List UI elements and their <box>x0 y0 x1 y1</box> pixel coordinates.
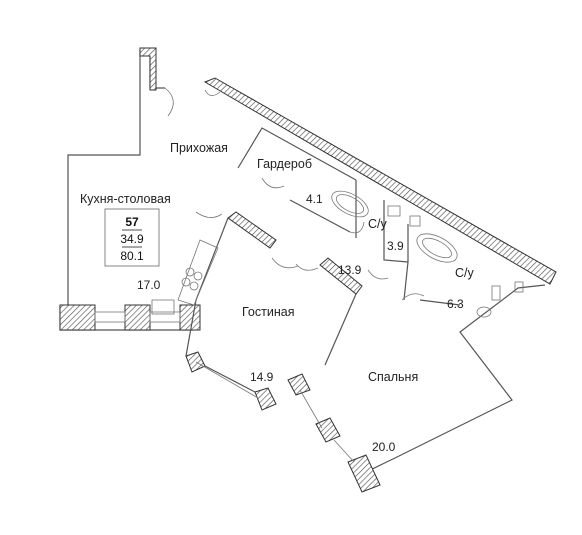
living-area: 34.9 <box>120 232 144 246</box>
area-bathroom-1: 3.9 <box>387 239 404 253</box>
room-label-kitchen: Кухня-столовая <box>80 192 171 206</box>
area-bedroom: 20.0 <box>372 440 396 454</box>
room-label-bathroom-2: С/у <box>455 266 475 280</box>
kitchen-fixtures <box>151 239 219 315</box>
windows <box>94 311 355 463</box>
area-kitchen: 17.0 <box>137 278 161 292</box>
area-living: 14.9 <box>250 370 274 384</box>
room-label-wardrobe: Гардероб <box>257 157 312 171</box>
doors <box>164 87 425 301</box>
room-labels: Кухня-столовая Прихожая Гардероб С/у С/у… <box>80 141 475 384</box>
room-label-bedroom: Спальня <box>368 370 418 384</box>
hatched-walls <box>59 47 557 493</box>
interior-walls <box>185 127 461 393</box>
bathroom-fixtures <box>331 190 524 318</box>
apartment-badge: 57 34.9 80.1 <box>104 208 160 267</box>
room-label-bathroom-1: С/у <box>368 217 388 231</box>
room-label-hallway: Прихожая <box>170 141 228 155</box>
area-labels: 17.0 4.1 3.9 6.3 14.9 13.9 20.0 <box>137 192 464 454</box>
area-bathroom-2: 6.3 <box>447 297 464 311</box>
total-area: 80.1 <box>120 249 144 263</box>
apartment-number: 57 <box>125 215 139 229</box>
area-wardrobe: 4.1 <box>306 192 323 206</box>
room-label-living: Гостиная <box>242 305 294 319</box>
area-corridor: 13.9 <box>338 263 362 277</box>
